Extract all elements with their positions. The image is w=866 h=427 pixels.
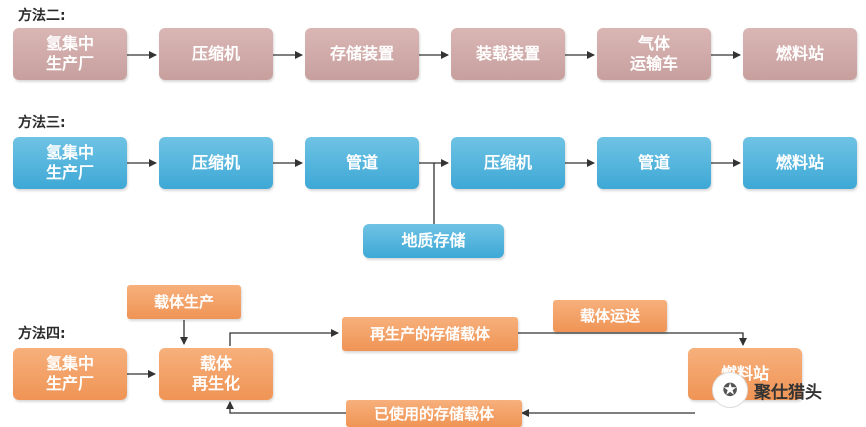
used-carrier-node: 已使用的存储载体	[346, 400, 522, 427]
watermark: ✪ 聚仕猎头	[712, 372, 822, 408]
method3-label: 方法三:	[18, 115, 66, 131]
method2-node: 气体 运输车	[597, 28, 711, 80]
method3-node: 压缩机	[159, 137, 273, 189]
method3-arrows	[127, 159, 741, 224]
hydrogen-plant-node: 氢集中 生产厂	[13, 348, 127, 400]
carrier-production-node: 载体生产	[127, 285, 241, 319]
method2-node: 燃料站	[743, 28, 857, 80]
method3-node: 管道	[305, 137, 419, 189]
arrow	[518, 332, 747, 346]
method4-label: 方法四:	[18, 326, 66, 342]
method2-label: 方法二:	[18, 8, 66, 24]
method3-node: 压缩机	[451, 137, 565, 189]
watermark-text: 聚仕猎头	[754, 382, 822, 403]
method2-node: 压缩机	[159, 28, 273, 80]
method2-node: 装载装置	[451, 28, 565, 80]
carrier-regeneration-node: 载体 再生化	[159, 348, 273, 400]
method2-node: 存储装置	[305, 28, 419, 80]
regenerated-carrier-node: 再生产的存储载体	[342, 317, 518, 351]
method4-arrows	[127, 320, 747, 417]
arrow	[226, 401, 346, 414]
method3-node: 燃料站	[743, 137, 857, 189]
carrier-transport-node: 载体运送	[553, 300, 667, 332]
arrow	[229, 329, 339, 346]
method3-node: 氢集中 生产厂	[13, 137, 127, 189]
wechat-icon: ✪	[712, 372, 748, 408]
method2-node: 氢集中 生产厂	[13, 28, 127, 80]
geological-storage-node: 地质存储	[363, 224, 504, 258]
method3-node: 管道	[597, 137, 711, 189]
